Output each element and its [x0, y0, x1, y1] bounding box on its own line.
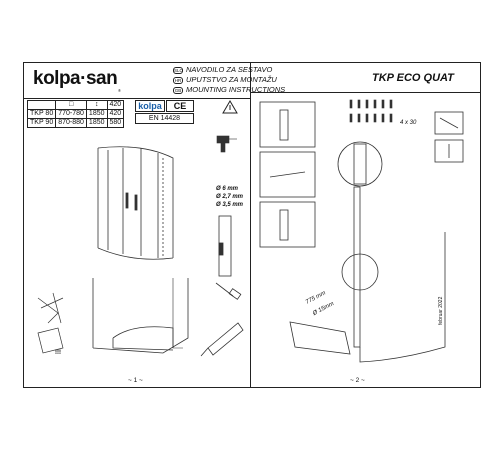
warning-marks: !!!	[55, 350, 61, 356]
lang-code-hr: HR	[173, 76, 183, 84]
profile-rail-drawing	[218, 215, 232, 277]
warning-triangle-icon	[222, 100, 238, 114]
page-divider	[250, 62, 251, 388]
screw-set-icon	[349, 99, 393, 123]
page-number-left: ~ 1 ~	[128, 377, 143, 384]
right-page-illustrations	[259, 99, 464, 363]
size-cell: TKP 90	[26, 118, 57, 128]
kolpa-logo-box: kolpa	[135, 100, 165, 112]
hardware-count: 4 x 30	[400, 120, 417, 126]
size-cell: 870-880	[55, 118, 87, 128]
page-number-right: ~ 2 ~	[350, 377, 365, 384]
left-page-illustrations	[37, 135, 244, 357]
dimension-rule	[172, 278, 183, 349]
drill-spec-3-5: Ø 3,5 mm	[216, 202, 244, 208]
standard-label: EN 14428	[135, 113, 194, 124]
lang-text-slo: NAVODILO ZA SESTAVO	[186, 65, 273, 74]
size-table-row: TKP 90 870-880 1850 580	[26, 118, 125, 128]
wall-mount-steps	[259, 101, 316, 248]
drill-spec-list: Ø 6 mm Ø 2,7 mm Ø 3,5 mm	[216, 185, 243, 209]
brand-logo: kolpa·san	[33, 68, 118, 89]
brand-trademark: ®	[118, 88, 121, 93]
date-note: februar 2022	[438, 296, 444, 325]
silicone-gun-icon	[200, 322, 244, 357]
lang-code-gb: GB	[173, 86, 183, 94]
drill-spec-6: Ø 6 mm	[216, 186, 239, 192]
header-rule-left	[23, 98, 250, 99]
lang-code-slo: SLO	[173, 66, 184, 74]
size-table: □ ↕ 420 TKP 80 770-780 1850 420 TKP 90 8…	[26, 100, 125, 128]
lang-text-gb: MOUNTING INSTRUCTIONS	[186, 85, 286, 94]
drill-icon	[216, 135, 237, 153]
shower-tray-drawing	[92, 278, 189, 354]
drill-spec-2-7: Ø 2,7 mm	[216, 194, 244, 200]
lang-text-hr: UPUTSTVO ZA MONTAŽU	[186, 75, 277, 84]
shower-enclosure-drawing	[97, 146, 174, 260]
product-title: TKP ECO QUAT	[372, 72, 454, 84]
ce-mark: CE	[166, 100, 194, 112]
hand-assembly-sketch	[37, 292, 64, 354]
screwdriver-icon	[215, 282, 242, 300]
header-rule-right	[250, 92, 481, 93]
tool-box-icons	[434, 111, 464, 163]
size-cell: 580	[106, 118, 125, 128]
profile-installation-drawing	[289, 186, 446, 363]
